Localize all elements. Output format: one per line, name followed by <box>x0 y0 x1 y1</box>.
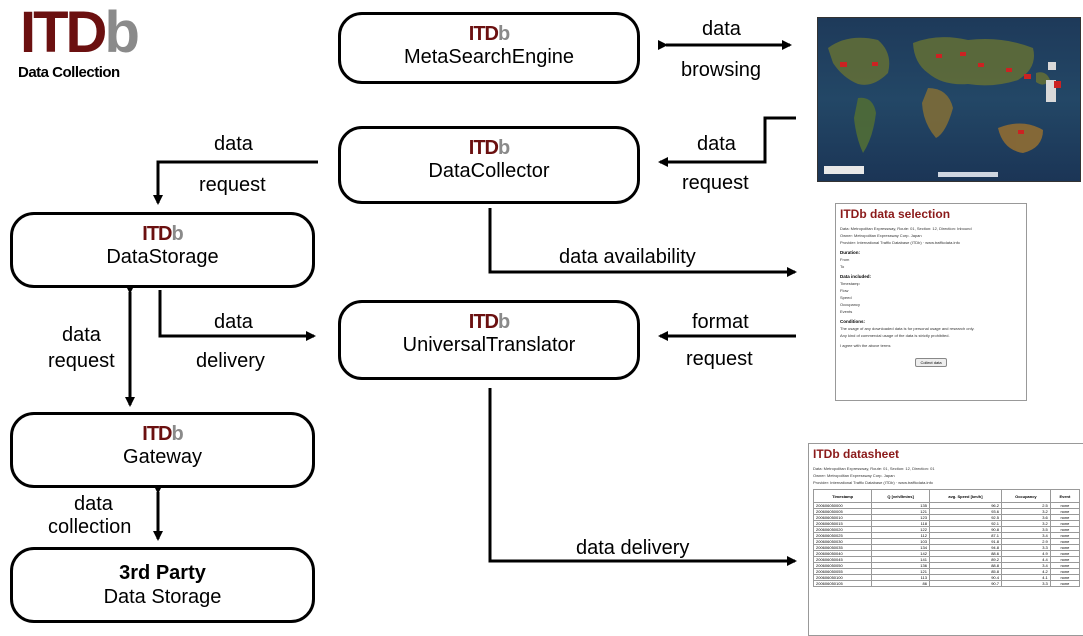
logo-subtitle: Data Collection <box>18 64 120 81</box>
conditions-heading: Conditions: <box>840 319 865 324</box>
datastorage-box: ITDb DataStorage <box>10 212 315 288</box>
datasheet-line: Owner: Metropolitan Expressway Corp. Jap… <box>813 473 895 478</box>
table-cell: 200606050105 <box>812 580 873 587</box>
universaltranslator-box: ITDb UniversalTranslator <box>338 300 640 380</box>
selection-line: Provider: International Traffic Database… <box>840 240 960 245</box>
logo-b: b <box>104 0 139 65</box>
table-cell: 86 <box>871 580 930 587</box>
world-map-graphic <box>824 37 1061 177</box>
condition-text: The usage of any downloaded data is for … <box>840 326 975 331</box>
brand-mark: ITDb <box>142 423 183 445</box>
label-data: data <box>702 18 741 40</box>
table-header-row: Timestamp Q [veh/5mins] avg. Speed [km/h… <box>812 489 1081 503</box>
datasheet-title: ITDb datasheet <box>813 447 900 461</box>
brand-mark: ITDb <box>142 223 183 245</box>
data-storage-label: Data Storage <box>103 586 222 608</box>
label-collection: collection <box>48 516 132 538</box>
selection-line: Owner: Metropolitan Expressway Corp. Jap… <box>840 233 922 238</box>
included-item: Events <box>840 309 853 314</box>
itdb-logo: ITDb <box>20 0 140 65</box>
included-heading: Data included: <box>840 274 872 279</box>
datastorage-label: DataStorage <box>106 246 219 268</box>
datacollector-box: ITDb DataCollector <box>338 126 640 204</box>
selection-title: ITDb data selection <box>840 207 951 221</box>
label-data-availability: data availability <box>559 246 696 268</box>
metasearchengine-label: MetaSearchEngine <box>403 46 575 68</box>
third-party-label: 3rd Party <box>119 562 206 584</box>
column-header: avg. Speed [km/h] <box>928 489 1002 503</box>
metasearchengine-box: ITDb MetaSearchEngine <box>338 12 640 84</box>
label-data: data <box>697 133 736 155</box>
label-request: request <box>686 348 753 370</box>
label-delivery: delivery <box>196 350 265 372</box>
selection-line: Data: Metropolitan Expressway, Route: 01… <box>840 226 972 231</box>
world-map-image <box>817 17 1081 182</box>
datasheet-panel: ITDb datasheet Data: Metropolitan Expres… <box>808 443 1083 636</box>
agree-label: I agree with the above terms <box>840 343 891 348</box>
column-header: Occupancy <box>1000 489 1051 503</box>
datasheet-line: Data: Metropolitan Expressway, Route: 01… <box>813 466 935 471</box>
from-label: From <box>840 257 850 262</box>
to-label: To <box>840 264 845 269</box>
brand-mark: ITDb <box>468 311 510 333</box>
label-data: data <box>214 133 253 155</box>
universaltranslator-label: UniversalTranslator <box>402 334 576 356</box>
table-cell: 90.7 <box>928 580 1002 587</box>
datacollector-label: DataCollector <box>428 160 550 182</box>
column-header: Event <box>1049 489 1081 503</box>
datasheet-table: Timestamp Q [veh/5mins] avg. Speed [km/h… <box>812 489 1081 587</box>
duration-heading: Duration: <box>840 250 860 255</box>
label-request: request <box>48 350 115 372</box>
label-browsing: browsing <box>681 59 762 81</box>
label-data-delivery: data delivery <box>576 537 690 559</box>
datasheet-line: Provider: International Traffic Database… <box>813 480 933 485</box>
table-cell: none <box>1049 580 1081 587</box>
column-header: Q [veh/5mins] <box>871 489 930 503</box>
label-format: format <box>692 311 749 333</box>
table-cell: 3.3 <box>1000 580 1051 587</box>
gateway-label: Gateway <box>123 446 202 468</box>
collect-data-button[interactable]: Collect data <box>915 358 947 367</box>
label-request: request <box>199 174 266 196</box>
condition-text: Any kind of commercial usage of the data… <box>840 333 950 338</box>
included-item: Flow <box>840 288 849 293</box>
label-data: data <box>62 324 101 346</box>
included-item: Occupancy <box>840 302 861 307</box>
logo-itd: ITD <box>20 0 107 65</box>
column-header: Timestamp <box>812 489 873 503</box>
gateway-box: ITDb Gateway <box>10 412 315 488</box>
third-party-storage-box: 3rd Party Data Storage <box>10 547 315 623</box>
brand-mark: ITDb <box>468 137 510 159</box>
included-item: Timestamp <box>840 281 860 286</box>
data-selection-panel: ITDb data selection Data: Metropolitan E… <box>835 203 1027 401</box>
brand-mark: ITDb <box>468 23 510 45</box>
label-request: request <box>682 172 749 194</box>
label-data: data <box>214 311 253 333</box>
included-item: Speed <box>840 295 852 300</box>
label-data: data <box>74 493 113 515</box>
